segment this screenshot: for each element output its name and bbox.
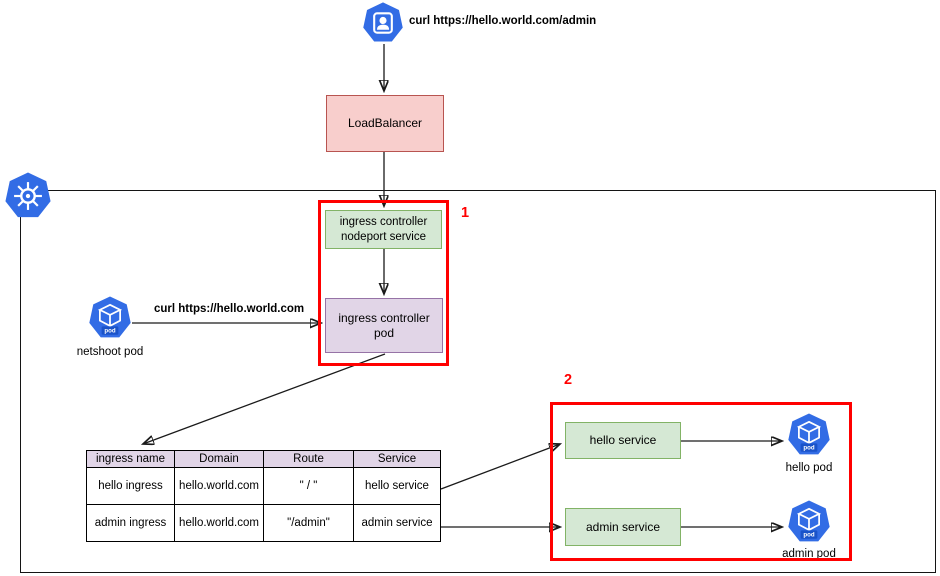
cell-service: admin service [353,504,441,542]
nodeport-service-node: ingress controller nodeport service [325,210,442,249]
admin-pod-caption: admin pod [782,548,836,560]
table-row: admin ingress hello.world.com "/admin" a… [86,504,441,542]
cell-service: hello service [353,467,441,505]
netshoot-curl-command: curl https://hello.world.com [154,303,305,315]
ingress-controller-pod-node: ingress controller pod [325,298,443,353]
col-service: Service [353,450,441,468]
pod-icon-text: pod [803,445,815,452]
loadbalancer-node: LoadBalancer [326,95,444,152]
table-header-row: ingress name Domain Route Service [86,450,441,468]
admin-service-label: admin service [585,519,661,534]
cell-route: " / " [263,467,354,505]
arrow-ingress-pod-to-table [143,353,386,444]
user-curl-command: curl https://hello.world.com/admin [409,15,597,27]
hello-pod-caption: hello pod [785,462,833,474]
cell-domain: hello.world.com [174,467,264,505]
hello-pod-icon: pod [787,413,831,457]
admin-service-node: admin service [565,508,681,546]
netshoot-pod-icon: pod [88,296,132,340]
table-row: hello ingress hello.world.com " / " hell… [86,467,441,505]
hello-service-label: hello service [589,433,657,447]
pod-icon-text: pod [104,328,116,335]
col-domain: Domain [174,450,264,468]
col-ingress-name: ingress name [86,450,175,468]
cell-ingress-name: admin ingress [86,504,175,542]
arrow-table-to-hello-service [440,444,560,490]
cell-route: "/admin" [263,504,354,542]
cell-domain: hello.world.com [174,504,264,542]
nodeport-service-label: ingress controller nodeport service [339,216,428,243]
ingress-routing-table: ingress name Domain Route Service hello … [86,450,441,542]
kubernetes-logo-icon [4,172,52,220]
loadbalancer-label: LoadBalancer [347,116,423,130]
user-icon [362,2,404,44]
col-route: Route [263,450,354,468]
step2-badge: 2 [564,372,573,388]
pod-icon-text: pod [803,532,815,539]
hello-service-node: hello service [565,422,681,459]
kubernetes-cluster-boundary [20,190,936,573]
step1-badge: 1 [461,205,470,221]
ingress-controller-pod-label: ingress controller pod [338,310,430,340]
netshoot-pod-caption: netshoot pod [76,346,144,358]
cell-ingress-name: hello ingress [86,467,175,505]
admin-pod-icon: pod [787,500,831,544]
